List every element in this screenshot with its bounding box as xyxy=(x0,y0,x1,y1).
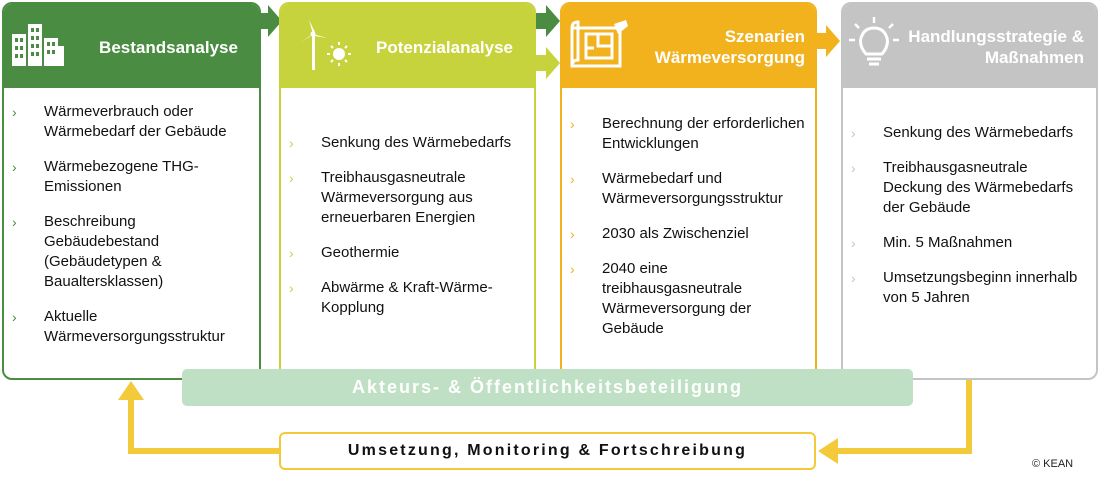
lightbulb-icon xyxy=(849,17,899,66)
list-item: ›Treibhausgasneutrale Deckung des Wärmeb… xyxy=(851,159,1074,216)
chevron-right-icon: › xyxy=(12,104,17,120)
chevron-right-icon: › xyxy=(851,125,856,141)
chevron-right-icon: › xyxy=(289,170,294,186)
stage-header: Potenzialanalyse xyxy=(281,4,534,88)
chevron-right-icon: › xyxy=(851,235,856,251)
participation-band: Akteurs- & Öffentlichkeitsbeteiligung xyxy=(182,369,913,406)
chevron-right-icon: › xyxy=(570,226,575,242)
arrow-stage3-to-stage4 xyxy=(815,25,840,57)
stage-card-potenzialanalyse: Potenzialanalyse ›Senkung des Wärmebedar… xyxy=(279,2,536,380)
stage-header: Szenarien Wärmeversorgung xyxy=(562,4,815,88)
stage-card-szenarien: Szenarien Wärmeversorgung ›Berechnung de… xyxy=(560,2,817,380)
chevron-right-icon: › xyxy=(289,245,294,261)
wind-turbine-sun-icon xyxy=(301,20,351,70)
stage-item-list: ›Senkung des Wärmebedarfs ›Treibhausgasn… xyxy=(843,123,1096,323)
arrow-stage2-to-stage3 xyxy=(534,5,560,37)
blueprint-plan-icon xyxy=(570,20,628,68)
arrow-stage1-to-stage2 xyxy=(256,5,282,37)
list-item: ›Wärmebezogene THG-Emissionen xyxy=(12,158,199,195)
list-item: ›Aktuelle Wärmeversorgungsstruktur xyxy=(12,308,225,345)
list-item: ›2030 als Zwischenziel xyxy=(570,225,749,242)
chevron-right-icon: › xyxy=(851,270,856,286)
arrow-stage2-to-stage3-lower xyxy=(534,47,560,79)
list-item: ›Senkung des Wärmebedarfs xyxy=(289,134,512,151)
stage-header: Handlungsstrategie & Maßnahmen xyxy=(843,4,1096,88)
stage-item-list: ›Berechnung der erforderlichen Entwicklu… xyxy=(562,114,815,354)
list-item: ›Umsetzungsbeginn innerhalb von 5 Jahren xyxy=(851,269,1078,306)
stage-title: Szenarien Wärmeversorgung xyxy=(654,27,805,67)
list-item: ›2040 eine treibhausgasneutrale Wärmever… xyxy=(570,260,752,337)
list-item: ›Treibhausgasneutrale Wärmeversorgung au… xyxy=(289,169,476,226)
stage-title: Potenzialanalyse xyxy=(375,38,513,57)
chevron-right-icon: › xyxy=(570,261,575,277)
list-item: ›Beschreibung Gebäudebestand (Gebäudetyp… xyxy=(12,213,164,290)
chevron-right-icon: › xyxy=(851,160,856,176)
chevron-right-icon: › xyxy=(12,309,17,325)
list-item: ›Abwärme & Kraft-Wärme-Kopplung xyxy=(289,279,493,316)
loop-arrow-left-head xyxy=(118,381,144,400)
city-buildings-icon xyxy=(12,24,64,66)
stage-card-bestandsanalyse: Bestandsanalyse ›Wärmeverbrauch oder Wär… xyxy=(2,2,261,380)
loop-arrow-right xyxy=(836,380,972,454)
chevron-right-icon: › xyxy=(289,135,294,151)
copyright-notice: © KEAN xyxy=(1032,458,1074,470)
list-item: ›Senkung des Wärmebedarfs xyxy=(851,124,1074,141)
stage-card-handlungsstrategie: Handlungsstrategie & Maßnahmen ›Senkung … xyxy=(841,2,1098,380)
stage-title: Handlungsstrategie & Maßnahmen xyxy=(908,27,1084,67)
list-item: ›Min. 5 Maßnahmen xyxy=(851,234,1013,251)
chevron-right-icon: › xyxy=(570,116,575,132)
loop-arrow-left xyxy=(128,398,279,454)
stage-item-list: ›Wärmeverbrauch oder Wärmebedarf der Geb… xyxy=(4,102,259,362)
chevron-right-icon: › xyxy=(570,171,575,187)
list-item: ›Wärmebedarf und Wärmeversorgungsstruktu… xyxy=(570,170,783,207)
chevron-right-icon: › xyxy=(12,214,17,230)
list-item: ›Berechnung der erforderlichen Entwicklu… xyxy=(570,115,805,152)
list-item: ›Geothermie xyxy=(289,244,400,261)
loop-arrow-right-head xyxy=(818,438,838,464)
implementation-loop-box: Umsetzung, Monitoring & Fortschreibung xyxy=(279,432,816,470)
list-item: ›Wärmeverbrauch oder Wärmebedarf der Geb… xyxy=(12,103,227,140)
stage-title: Bestandsanalyse xyxy=(99,38,238,57)
chevron-right-icon: › xyxy=(289,280,294,296)
stage-header: Bestandsanalyse xyxy=(4,4,259,88)
stage-item-list: ›Senkung des Wärmebedarfs ›Treibhausgasn… xyxy=(281,133,534,333)
chevron-right-icon: › xyxy=(12,159,17,175)
